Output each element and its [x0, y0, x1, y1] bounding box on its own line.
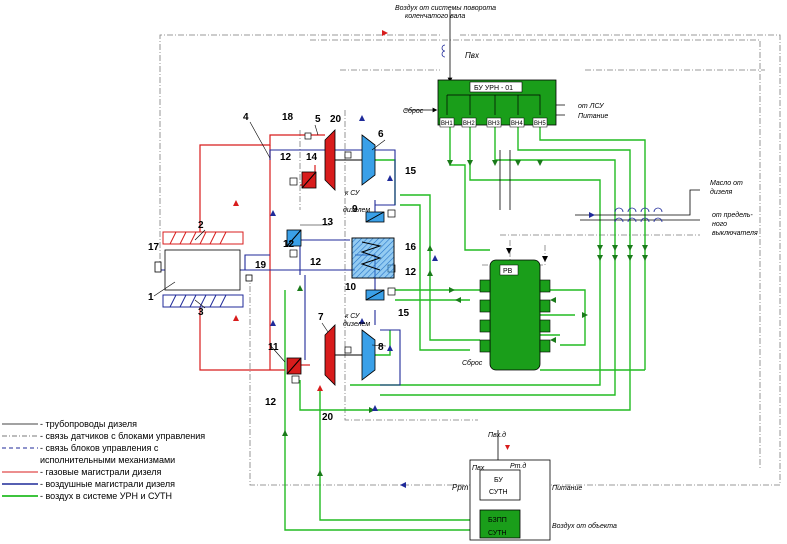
bu-urn-label: БУ УРН - 01 — [474, 85, 513, 92]
p-rt-label: Pт.д — [510, 462, 526, 470]
valve-label: ВН4 — [511, 121, 523, 127]
leader-lines — [153, 121, 387, 363]
bu-urn-block — [437, 79, 557, 126]
ot-lsu-label: от ЛСУ — [578, 103, 605, 110]
bzpp-label-2: СУТН — [488, 530, 507, 537]
p-vkh2-label: Пвх — [472, 465, 485, 472]
legend-text-control-1: - связь блоков управления с — [40, 443, 159, 453]
bu-suth-2: СУТН — [489, 489, 508, 496]
sbros-top-label: Сброс — [403, 107, 424, 115]
vykl-label-1: от предель- — [712, 211, 753, 219]
callout: 2 — [198, 220, 204, 231]
intercooler — [351, 237, 395, 279]
legend-text-control-2: исполнительными механизмами — [40, 455, 175, 465]
callout: 3 — [198, 307, 204, 318]
legend: - трубопроводы дизеля - связь датчиков с… — [2, 419, 205, 501]
suth-blocks — [469, 445, 551, 541]
rv-block — [479, 259, 551, 371]
callout: 18 — [282, 112, 294, 123]
actuator-valves — [286, 171, 396, 384]
callout: 12 — [265, 397, 277, 408]
valve-labels: ВН1 ВН2 ВН3 ВН4 ВН5 — [439, 117, 548, 128]
p-vkh-top-label: Пвх — [465, 51, 480, 60]
callout: 15 — [398, 308, 410, 319]
maslo-label-1: Масло от — [710, 180, 743, 187]
urn-air-lines — [284, 125, 646, 531]
flow-arrows — [233, 30, 648, 488]
callout: 12 — [280, 152, 292, 163]
legend-text-urn-air: - воздух в системе УРН и СУТН — [40, 491, 172, 501]
p-vkh-d-label: Пвх.д — [488, 431, 506, 439]
k-su-lower-1: к СУ — [345, 313, 361, 320]
valve-label: ВН1 — [441, 121, 453, 127]
callout: 10 — [345, 282, 357, 293]
diesel-block — [154, 231, 253, 308]
valve-label: ВН2 — [463, 121, 475, 127]
k-su-upper-2: дизелем — [343, 206, 370, 214]
maslo-label-2: дизеля — [710, 188, 733, 196]
callout: 13 — [322, 217, 334, 228]
legend-text-sensor: - связь датчиков с блоками управления — [40, 431, 205, 441]
air-rotation-label-1: Воздух от системы поворота — [395, 4, 496, 12]
callout-numbers: 1 2 3 4 5 6 7 8 9 10 11 12 12 12 12 12 1… — [148, 112, 417, 423]
air-rotation-label-2: коленчатого вала — [405, 13, 465, 20]
callout: 20 — [322, 412, 334, 423]
callout: 7 — [318, 312, 324, 323]
legend-text-air: - воздушные магистрали дизеля — [40, 479, 175, 489]
sbros-rv-label: Сброс — [462, 359, 483, 367]
callout: 8 — [378, 342, 384, 353]
callout: 11 — [268, 342, 279, 353]
callout: 4 — [243, 112, 249, 123]
valve-label: ВН5 — [534, 121, 546, 127]
callout: 1 — [148, 292, 154, 303]
rv-label: РВ — [503, 268, 513, 275]
bu-suth-1: БУ — [494, 477, 503, 484]
callout: 16 — [405, 242, 417, 253]
k-su-upper-1: к СУ — [345, 190, 361, 197]
crossing-symbols — [441, 44, 663, 223]
legend-text-gas: - газовые магистрали дизеля — [40, 467, 161, 477]
callout: 14 — [306, 152, 318, 163]
vykl-label-2: ного — [712, 221, 727, 228]
callout: 19 — [255, 260, 267, 271]
turbocharger-upper — [304, 129, 376, 191]
callout: 15 — [405, 166, 417, 177]
turbocharger-lower — [324, 324, 376, 386]
sensor-links — [159, 34, 781, 486]
pitanie-top-label: Питание — [578, 113, 608, 120]
callout: 5 — [315, 114, 321, 125]
callout: 9 — [352, 204, 358, 215]
labels: Воздух от системы поворота коленчатого в… — [343, 4, 758, 537]
pitanie-suth-label: Питание — [552, 485, 582, 492]
k-su-lower-2: дизелем — [343, 320, 370, 328]
callout: 12 — [405, 267, 417, 278]
callout: 20 — [330, 114, 342, 125]
vozduh-obj-label: Воздух от объекта — [552, 522, 617, 530]
callout: 12 — [283, 239, 295, 250]
callout: 12 — [310, 257, 322, 268]
legend-text-pipes: - трубопроводы дизеля — [40, 419, 137, 429]
callout: 6 — [378, 129, 384, 140]
vykl-label-3: выключателя — [712, 230, 758, 237]
p-rt-left-label: Pрт — [452, 483, 469, 492]
valve-label: ВН3 — [488, 121, 500, 127]
callout: 17 — [148, 242, 160, 253]
bzpp-label-1: БЗПП — [488, 517, 507, 524]
